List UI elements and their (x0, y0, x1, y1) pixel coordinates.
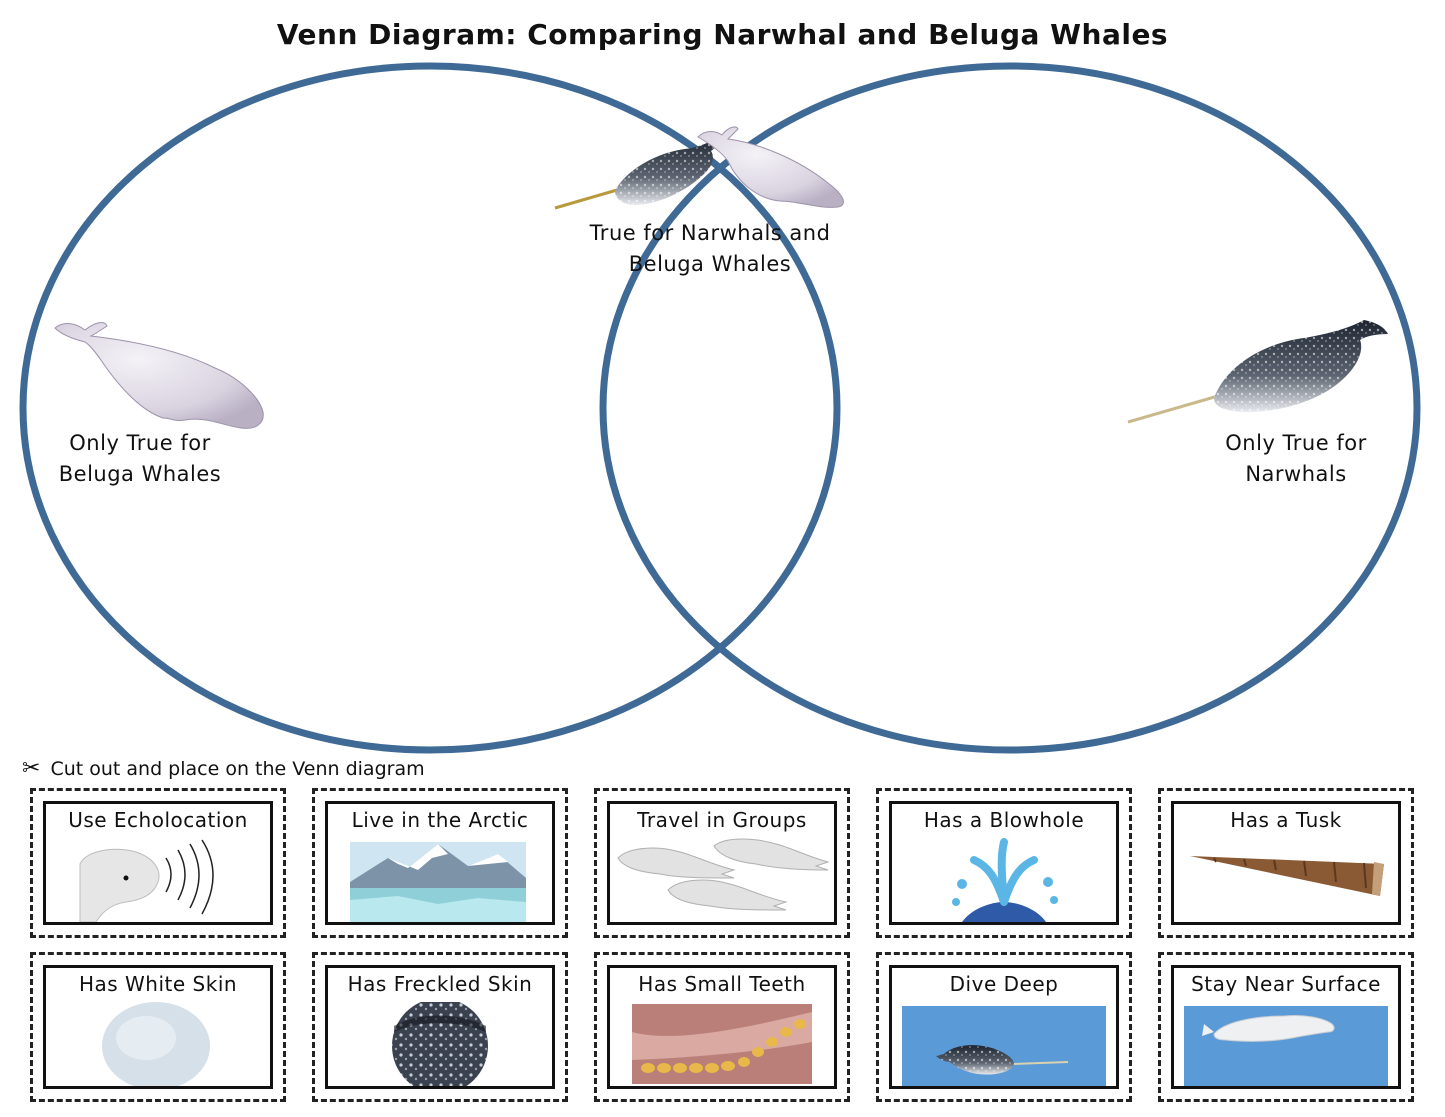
beluga-only-label-line1: Only True for (69, 431, 211, 455)
card-frame: Has Freckled Skin (325, 965, 555, 1089)
card-has-blowhole[interactable]: Has a Blowhole (876, 788, 1132, 938)
card-travel-in-groups[interactable]: Travel in Groups (594, 788, 850, 938)
card-has-small-teeth[interactable]: Has Small Teeth (594, 952, 850, 1102)
small-teeth-icon (632, 1004, 812, 1084)
page-title: Venn Diagram: Comparing Narwhal and Belu… (276, 18, 1169, 51)
card-frame: Has a Blowhole (889, 801, 1119, 925)
both-label: True for Narwhals and Beluga Whales (560, 218, 860, 280)
blowhole-spout-icon (952, 838, 1058, 922)
beluga-group-icon (617, 838, 830, 911)
narwhal-deep-water-icon (902, 1006, 1106, 1086)
card-has-white-skin[interactable]: Has White Skin (30, 952, 286, 1102)
card-label: Stay Near Surface (1191, 972, 1381, 996)
card-frame: Live in the Arctic (325, 801, 555, 925)
cut-instructions-text: Cut out and place on the Venn diagram (50, 758, 425, 780)
card-label: Dive Deep (949, 972, 1059, 996)
card-live-in-arctic[interactable]: Live in the Arctic (312, 788, 568, 938)
narwhal-circle (599, 62, 1421, 754)
card-has-freckled-skin[interactable]: Has Freckled Skin (312, 952, 568, 1102)
beluga-only-label-line2: Beluga Whales (58, 462, 222, 486)
card-label: Has White Skin (78, 972, 238, 996)
cut-instructions: ✂ Cut out and place on the Venn diagram (22, 756, 425, 781)
card-label: Travel in Groups (637, 808, 807, 832)
card-label: Live in the Arctic (351, 808, 529, 832)
card-use-echolocation[interactable]: Use Echolocation (30, 788, 286, 938)
white-skin-icon (102, 1002, 210, 1086)
narwhal-whale-icon (1127, 320, 1388, 424)
card-stay-near-surface[interactable]: Stay Near Surface (1158, 952, 1414, 1102)
card-frame: Has a Tusk (1171, 801, 1401, 925)
beluga-whale-icon (54, 322, 264, 429)
both-label-line2: Beluga Whales (628, 252, 792, 276)
narwhal-and-beluga-icon (554, 126, 844, 210)
card-frame: Dive Deep (889, 965, 1119, 1089)
card-frame: Has White Skin (43, 965, 273, 1089)
beluga-echolocation-icon (79, 839, 214, 922)
narwhal-only-label-line2: Narwhals (1245, 462, 1347, 486)
card-frame: Stay Near Surface (1171, 965, 1401, 1089)
beluga-surface-water-icon (1184, 1006, 1388, 1086)
card-frame: Use Echolocation (43, 801, 273, 925)
card-frame: Travel in Groups (607, 801, 837, 925)
card-label: Has Small Teeth (638, 972, 806, 996)
arctic-landscape-icon (350, 842, 526, 922)
card-dive-deep[interactable]: Dive Deep (876, 952, 1132, 1102)
both-label-line1: True for Narwhals and (589, 221, 831, 245)
scissors-icon: ✂ (22, 756, 41, 781)
narwhal-only-label: Only True for Narwhals (1196, 428, 1396, 490)
card-label: Has a Tusk (1230, 808, 1342, 832)
beluga-circle (19, 62, 841, 754)
card-frame: Has Small Teeth (607, 965, 837, 1089)
beluga-only-label: Only True for Beluga Whales (40, 428, 240, 490)
card-label: Has Freckled Skin (347, 972, 533, 996)
card-label: Use Echolocation (68, 808, 248, 832)
narwhal-tusk-icon (1190, 856, 1384, 896)
venn-diagram (19, 62, 1421, 754)
narwhal-only-label-line1: Only True for (1225, 431, 1367, 455)
card-label: Has a Blowhole (923, 808, 1085, 832)
freckled-skin-icon (392, 1002, 488, 1086)
card-has-tusk[interactable]: Has a Tusk (1158, 788, 1414, 938)
